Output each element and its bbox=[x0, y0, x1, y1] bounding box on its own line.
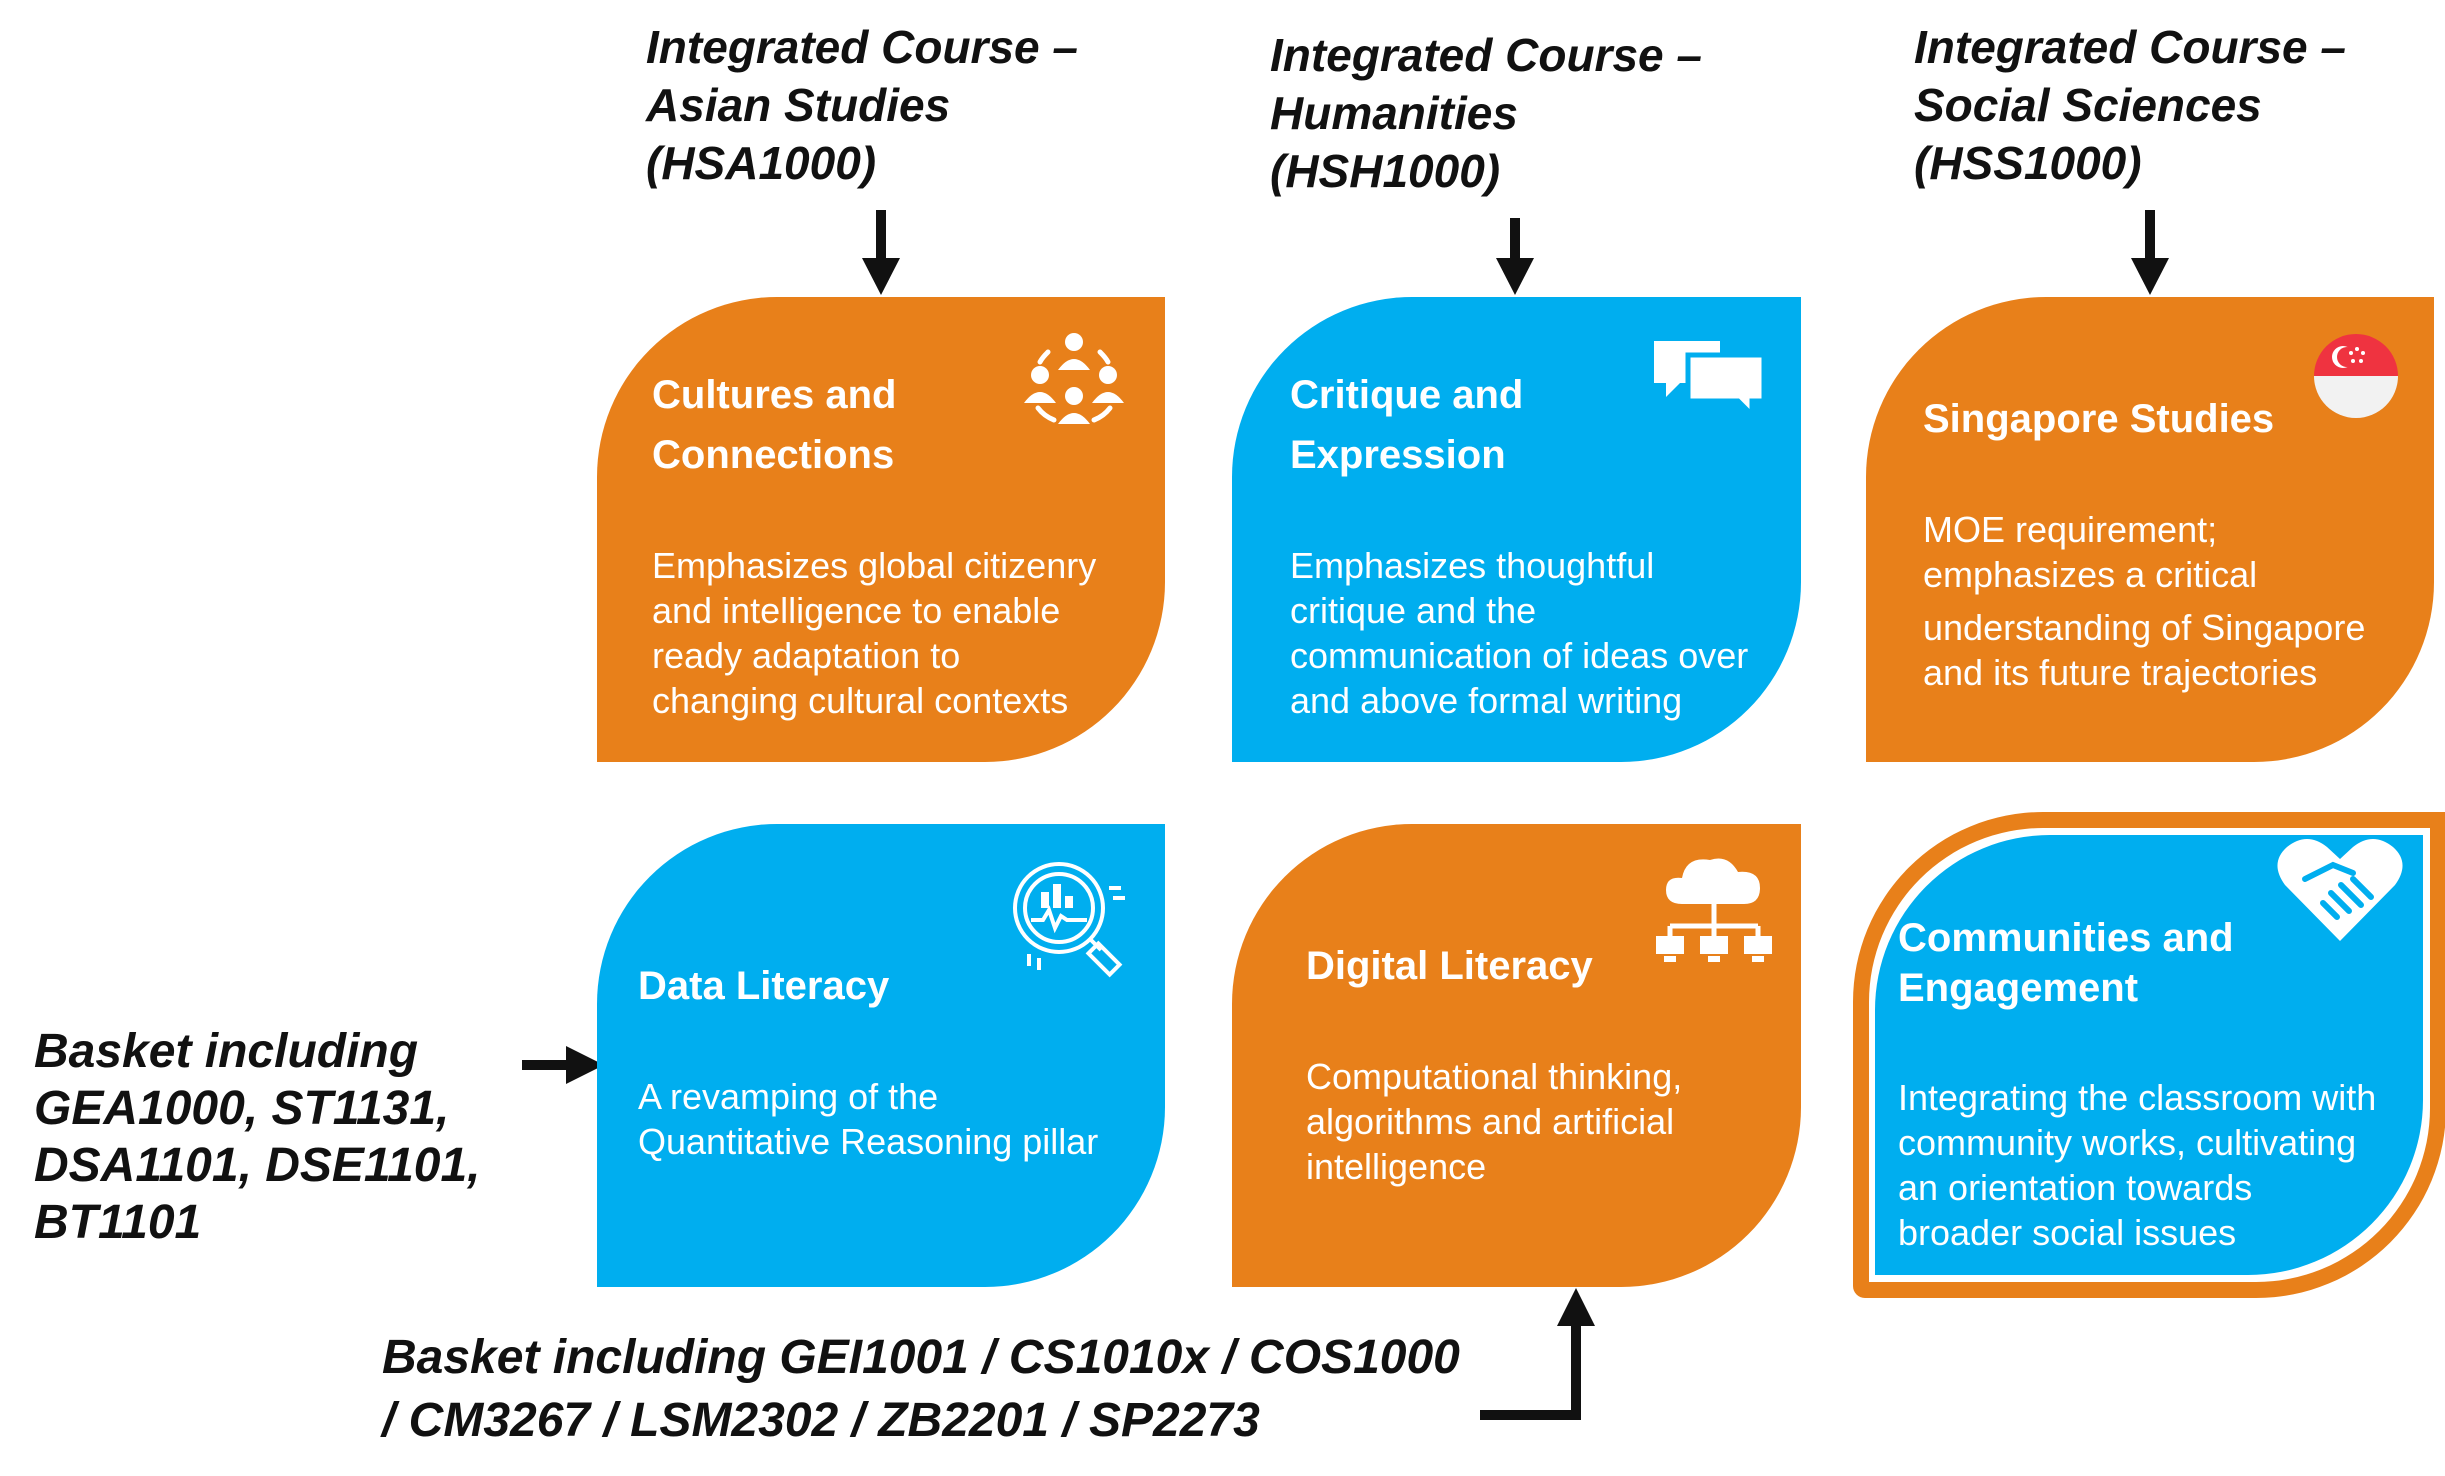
card-data-body-line-1: A revamping of the bbox=[638, 1076, 939, 1117]
card-communities-title-line-2: Engagement bbox=[1898, 966, 2139, 1010]
singapore-flag-icon bbox=[2314, 334, 2398, 418]
people-circle-icon bbox=[1024, 333, 1124, 424]
card-singapore-title: Singapore Studies bbox=[1923, 389, 2274, 449]
card-data-title-line-1: Data Literacy bbox=[638, 964, 890, 1008]
card-communities-body-line-2: community works, cultivating bbox=[1898, 1122, 2357, 1163]
arrow-humanities-down bbox=[1496, 218, 1534, 295]
card-digital-body-line-1: Computational thinking, bbox=[1306, 1056, 1683, 1097]
card-cultures-title-line-2: Connections bbox=[652, 433, 895, 477]
card-critique-body: Emphasizes thoughtful critique and the c… bbox=[1290, 543, 1748, 723]
card-cultures-body-line-3: ready adaptation to bbox=[652, 635, 961, 676]
card-digital-body-line-3: intelligence bbox=[1306, 1146, 1487, 1187]
arrow-data-right bbox=[522, 1046, 604, 1084]
cloud-network-icon bbox=[1656, 858, 1772, 962]
card-critique-title-line-2: Expression bbox=[1290, 433, 1506, 477]
card-digital-body-line-2: algorithms and artificial bbox=[1306, 1101, 1675, 1142]
card-communities-title-line-1: Communities and bbox=[1898, 916, 2234, 960]
card-digital-title-line-1: Digital Literacy bbox=[1306, 944, 1593, 988]
arrow-social-down bbox=[2131, 210, 2169, 295]
header-humanities-line-3: (HSH1000) bbox=[1270, 145, 1501, 197]
basket-digital-line-2: / CM3267 / LSM2302 / ZB2201 / SP2273 bbox=[382, 1394, 1260, 1447]
card-critique-body-line-2: critique and the bbox=[1290, 590, 1537, 631]
card-data-body-line-2: Quantitative Reasoning pillar bbox=[638, 1121, 1099, 1162]
card-critique-title: Critique and Expression bbox=[1290, 365, 1523, 485]
card-digital-title: Digital Literacy bbox=[1306, 936, 1593, 996]
card-communities-body: Integrating the classroom with community… bbox=[1898, 1075, 2376, 1255]
card-cultures-body-line-2: and intelligence to enable bbox=[652, 590, 1061, 631]
card-cultures-body-line-4: changing cultural contexts bbox=[652, 680, 1069, 721]
speech-bubbles-icon bbox=[1654, 341, 1767, 417]
header-asian-line-2: Asian Studies bbox=[646, 79, 951, 131]
basket-data-line-1: Basket including bbox=[34, 1025, 419, 1078]
card-singapore-body: MOE requirement; emphasizes a critical u… bbox=[1923, 507, 2365, 695]
handshake-heart-icon bbox=[2277, 839, 2403, 941]
header-asian-line-1: Integrated Course – bbox=[646, 21, 1078, 73]
arrow-asian-down bbox=[862, 210, 900, 295]
card-communities-body-line-4: broader social issues bbox=[1898, 1212, 2237, 1253]
header-humanities-line-1: Integrated Course – bbox=[1270, 29, 1702, 81]
card-data-literacy: Data Literacy A revamping of the Quantit… bbox=[597, 824, 1165, 1287]
header-social-line-1: Integrated Course – bbox=[1914, 21, 2346, 73]
card-data-title: Data Literacy bbox=[638, 956, 889, 1016]
card-cultures-body-line-1: Emphasizes global citizenry bbox=[652, 545, 1097, 586]
card-cultures-title: Cultures and Connections bbox=[652, 365, 896, 485]
header-asian-studies: Integrated Course – Asian Studies (HSA10… bbox=[646, 18, 1078, 192]
basket-digital-line-1: Basket including GEI1001 / CS1010x / COS… bbox=[382, 1331, 1460, 1384]
data-magnifier-icon bbox=[1013, 862, 1125, 978]
card-cultures-and-connections: Cultures and Connections Emphasizes glob… bbox=[597, 297, 1165, 762]
card-communities-and-engagement: Communities and Engagement Integrating t… bbox=[1875, 835, 2423, 1275]
card-singapore-body-line-1: MOE requirement; bbox=[1923, 509, 2218, 550]
card-communities-title: Communities and Engagement bbox=[1898, 913, 2234, 1013]
card-critique-body-line-1: Emphasizes thoughtful bbox=[1290, 545, 1655, 586]
header-asian-line-3: (HSA1000) bbox=[646, 137, 877, 189]
card-singapore-title-line-1: Singapore Studies bbox=[1923, 397, 2275, 441]
basket-data-line-3: DSA1101, DSE1101, bbox=[34, 1139, 481, 1192]
card-digital-body: Computational thinking, algorithms and a… bbox=[1306, 1054, 1682, 1189]
card-singapore-body-line-2: emphasizes a critical bbox=[1923, 554, 2258, 595]
card-data-body: A revamping of the Quantitative Reasonin… bbox=[638, 1074, 1098, 1164]
basket-data-line-2: GEA1000, ST1131, bbox=[34, 1082, 450, 1135]
header-social-line-2: Social Sciences bbox=[1914, 79, 2262, 131]
basket-data-literacy: Basket including GEA1000, ST1131, DSA110… bbox=[34, 1023, 480, 1251]
card-cultures-body: Emphasizes global citizenry and intellig… bbox=[652, 543, 1096, 723]
card-cultures-title-line-1: Cultures and bbox=[652, 373, 897, 417]
header-humanities: Integrated Course – Humanities (HSH1000) bbox=[1270, 26, 1702, 200]
card-critique-body-line-4: and above formal writing bbox=[1290, 680, 1683, 721]
card-communities-body-line-1: Integrating the classroom with bbox=[1898, 1077, 2377, 1118]
card-critique-title-line-1: Critique and bbox=[1290, 373, 1524, 417]
card-critique-and-expression: Critique and Expression Emphasizes thoug… bbox=[1232, 297, 1801, 762]
basket-data-line-4: BT1101 bbox=[34, 1196, 202, 1249]
header-humanities-line-2: Humanities bbox=[1270, 87, 1518, 139]
card-digital-literacy: Digital Literacy Computational thinking,… bbox=[1232, 824, 1801, 1287]
card-singapore-body-line-3: understanding of Singapore bbox=[1923, 607, 2366, 648]
arrow-digital-up bbox=[1480, 1288, 1595, 1420]
header-social-sciences: Integrated Course – Social Sciences (HSS… bbox=[1914, 18, 2346, 192]
card-communities-body-line-3: an orientation towards bbox=[1898, 1167, 2253, 1208]
header-social-line-3: (HSS1000) bbox=[1914, 137, 2142, 189]
card-critique-body-line-3: communication of ideas over bbox=[1290, 635, 1749, 676]
card-singapore-body-line-4: and its future trajectories bbox=[1923, 652, 2318, 693]
card-singapore-studies: Singapore Studies MOE requirement; empha… bbox=[1866, 297, 2434, 762]
basket-digital-literacy: Basket including GEI1001 / CS1010x / COS… bbox=[382, 1326, 1460, 1452]
